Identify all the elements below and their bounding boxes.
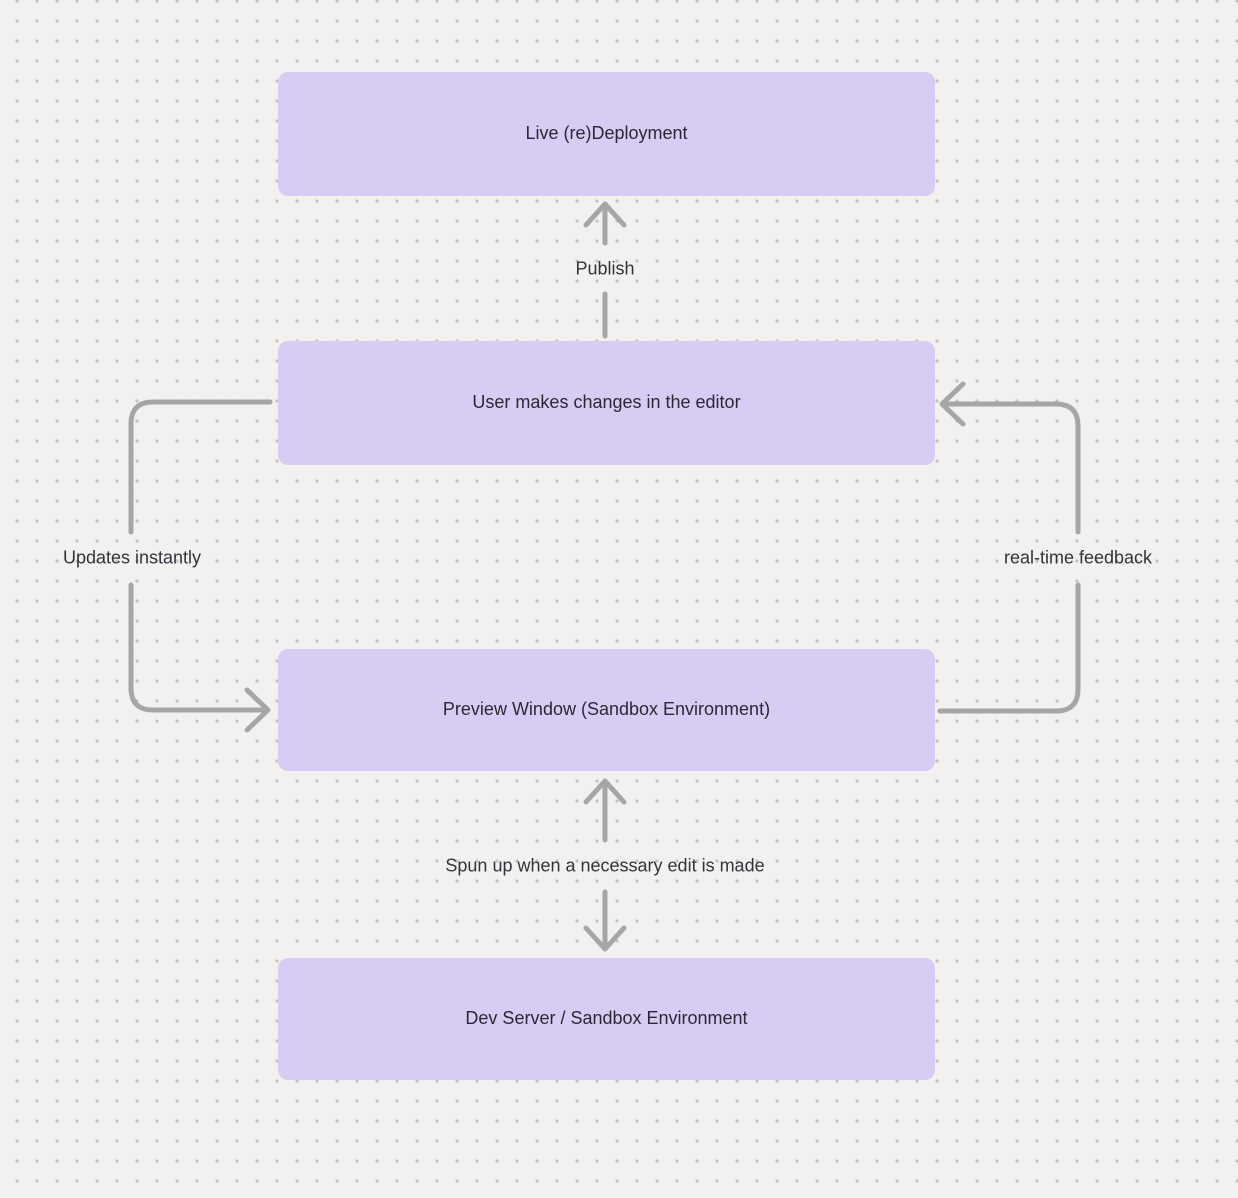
updates-instantly-line-upper [128,399,273,535]
edge-label-updates-instantly: Updates instantly [62,547,202,568]
realtime-feedback-line-upper [945,401,1081,535]
node-user-editor-label: User makes changes in the editor [472,392,741,413]
node-user-editor: User makes changes in the editor [278,341,935,465]
realtime-feedback-line-lower [937,582,1081,714]
edge-publish [583,201,627,339]
node-preview-window-label: Preview Window (Sandbox Environment) [442,699,771,720]
updates-instantly-line-lower [128,582,265,713]
edge-realtime-feedback [937,381,1081,714]
publish-arrowhead-icon [583,201,627,228]
realtime-feedback-arrowhead-icon [939,381,966,427]
edge-spun-up [583,778,627,952]
node-live-redeployment: Live (re)Deployment [278,72,935,196]
updates-instantly-arrowhead-icon [244,687,271,733]
edge-label-realtime-feedback: real-time feedback [1003,547,1153,568]
spun-up-arrowhead-up-icon [583,778,627,805]
node-dev-server-label: Dev Server / Sandbox Environment [465,1008,748,1029]
node-preview-window: Preview Window (Sandbox Environment) [278,649,935,771]
spun-up-arrowhead-down-icon [583,925,627,952]
node-live-redeployment-label: Live (re)Deployment [525,123,688,144]
edge-updates-instantly [128,399,273,733]
edge-label-spun-up: Spun up when a necessary edit is made [445,855,765,876]
node-dev-server: Dev Server / Sandbox Environment [278,958,935,1080]
edge-label-publish: Publish [575,258,635,279]
